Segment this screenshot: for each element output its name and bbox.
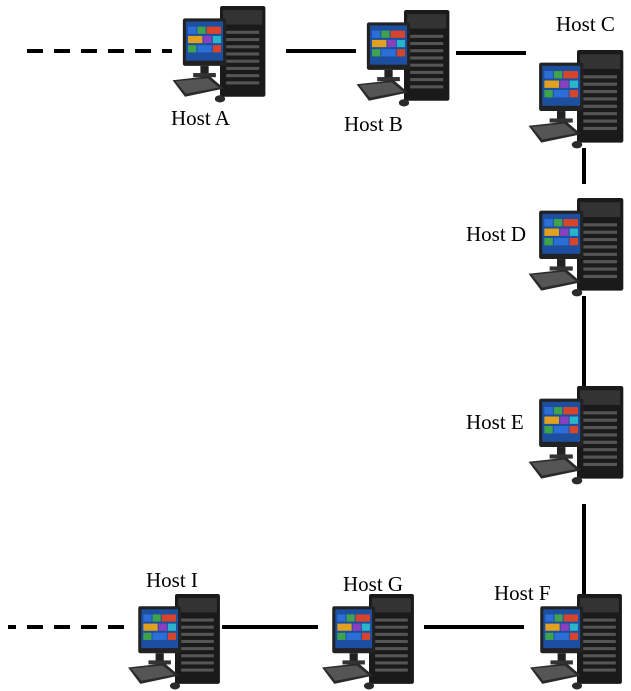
host-c-computer-icon[interactable] [528,50,624,149]
host-i-label: Host I [146,568,198,592]
host-b-label: Host B [344,112,403,136]
host-d-label: Host D [466,222,527,246]
host-a-label: Host A [171,106,230,130]
host-e-computer-icon[interactable] [528,386,624,485]
host-i-computer-icon[interactable] [128,594,220,690]
host-b-computer-icon[interactable] [356,10,450,107]
host-a-computer-icon[interactable] [172,6,266,103]
host-g-computer-icon[interactable] [322,594,414,690]
host-f-label: Host F [494,581,551,605]
host-d-computer-icon[interactable] [528,198,624,297]
host-g-label: Host G [343,572,404,596]
host-f-computer-icon[interactable] [530,594,622,690]
host-e-label: Host E [466,410,524,434]
host-c-label: Host C [556,12,615,36]
